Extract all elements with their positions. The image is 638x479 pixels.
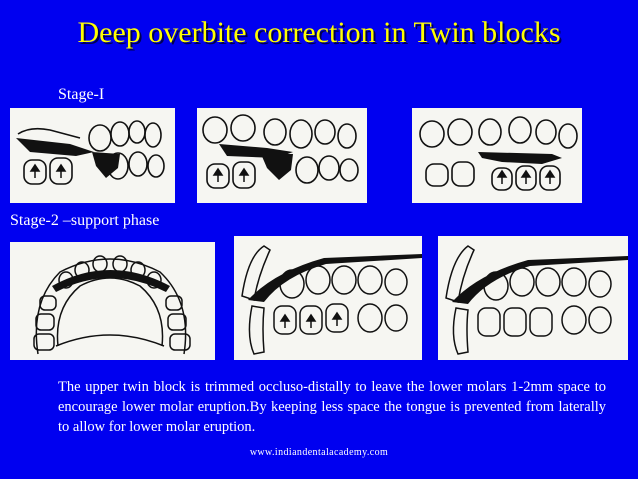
dental-diagram-icon xyxy=(16,120,165,185)
stage1-figure-3 xyxy=(412,108,582,203)
stage1-figure-1 xyxy=(10,108,175,203)
footer-url: www.indiandentalacademy.com xyxy=(249,447,389,458)
dental-diagram-icon xyxy=(241,245,422,355)
stage1-label: Stage-I xyxy=(58,86,105,103)
stage2-figure-3 xyxy=(438,236,628,360)
stage2-arch-figure xyxy=(10,242,215,360)
slide-title: Deep overbite correction in Twin blocks xyxy=(77,16,561,49)
dental-diagram-icon xyxy=(202,114,359,189)
stage2-label: Stage-2 –support phase xyxy=(10,212,160,229)
stage2-figure-2 xyxy=(234,236,422,360)
body-paragraph: The upper twin block is trimmed occluso-… xyxy=(58,379,606,435)
dental-diagram-icon xyxy=(445,245,628,355)
dental-arch-icon xyxy=(33,255,191,355)
stage1-figure-2 xyxy=(197,108,367,203)
dental-diagram-icon xyxy=(419,116,578,191)
